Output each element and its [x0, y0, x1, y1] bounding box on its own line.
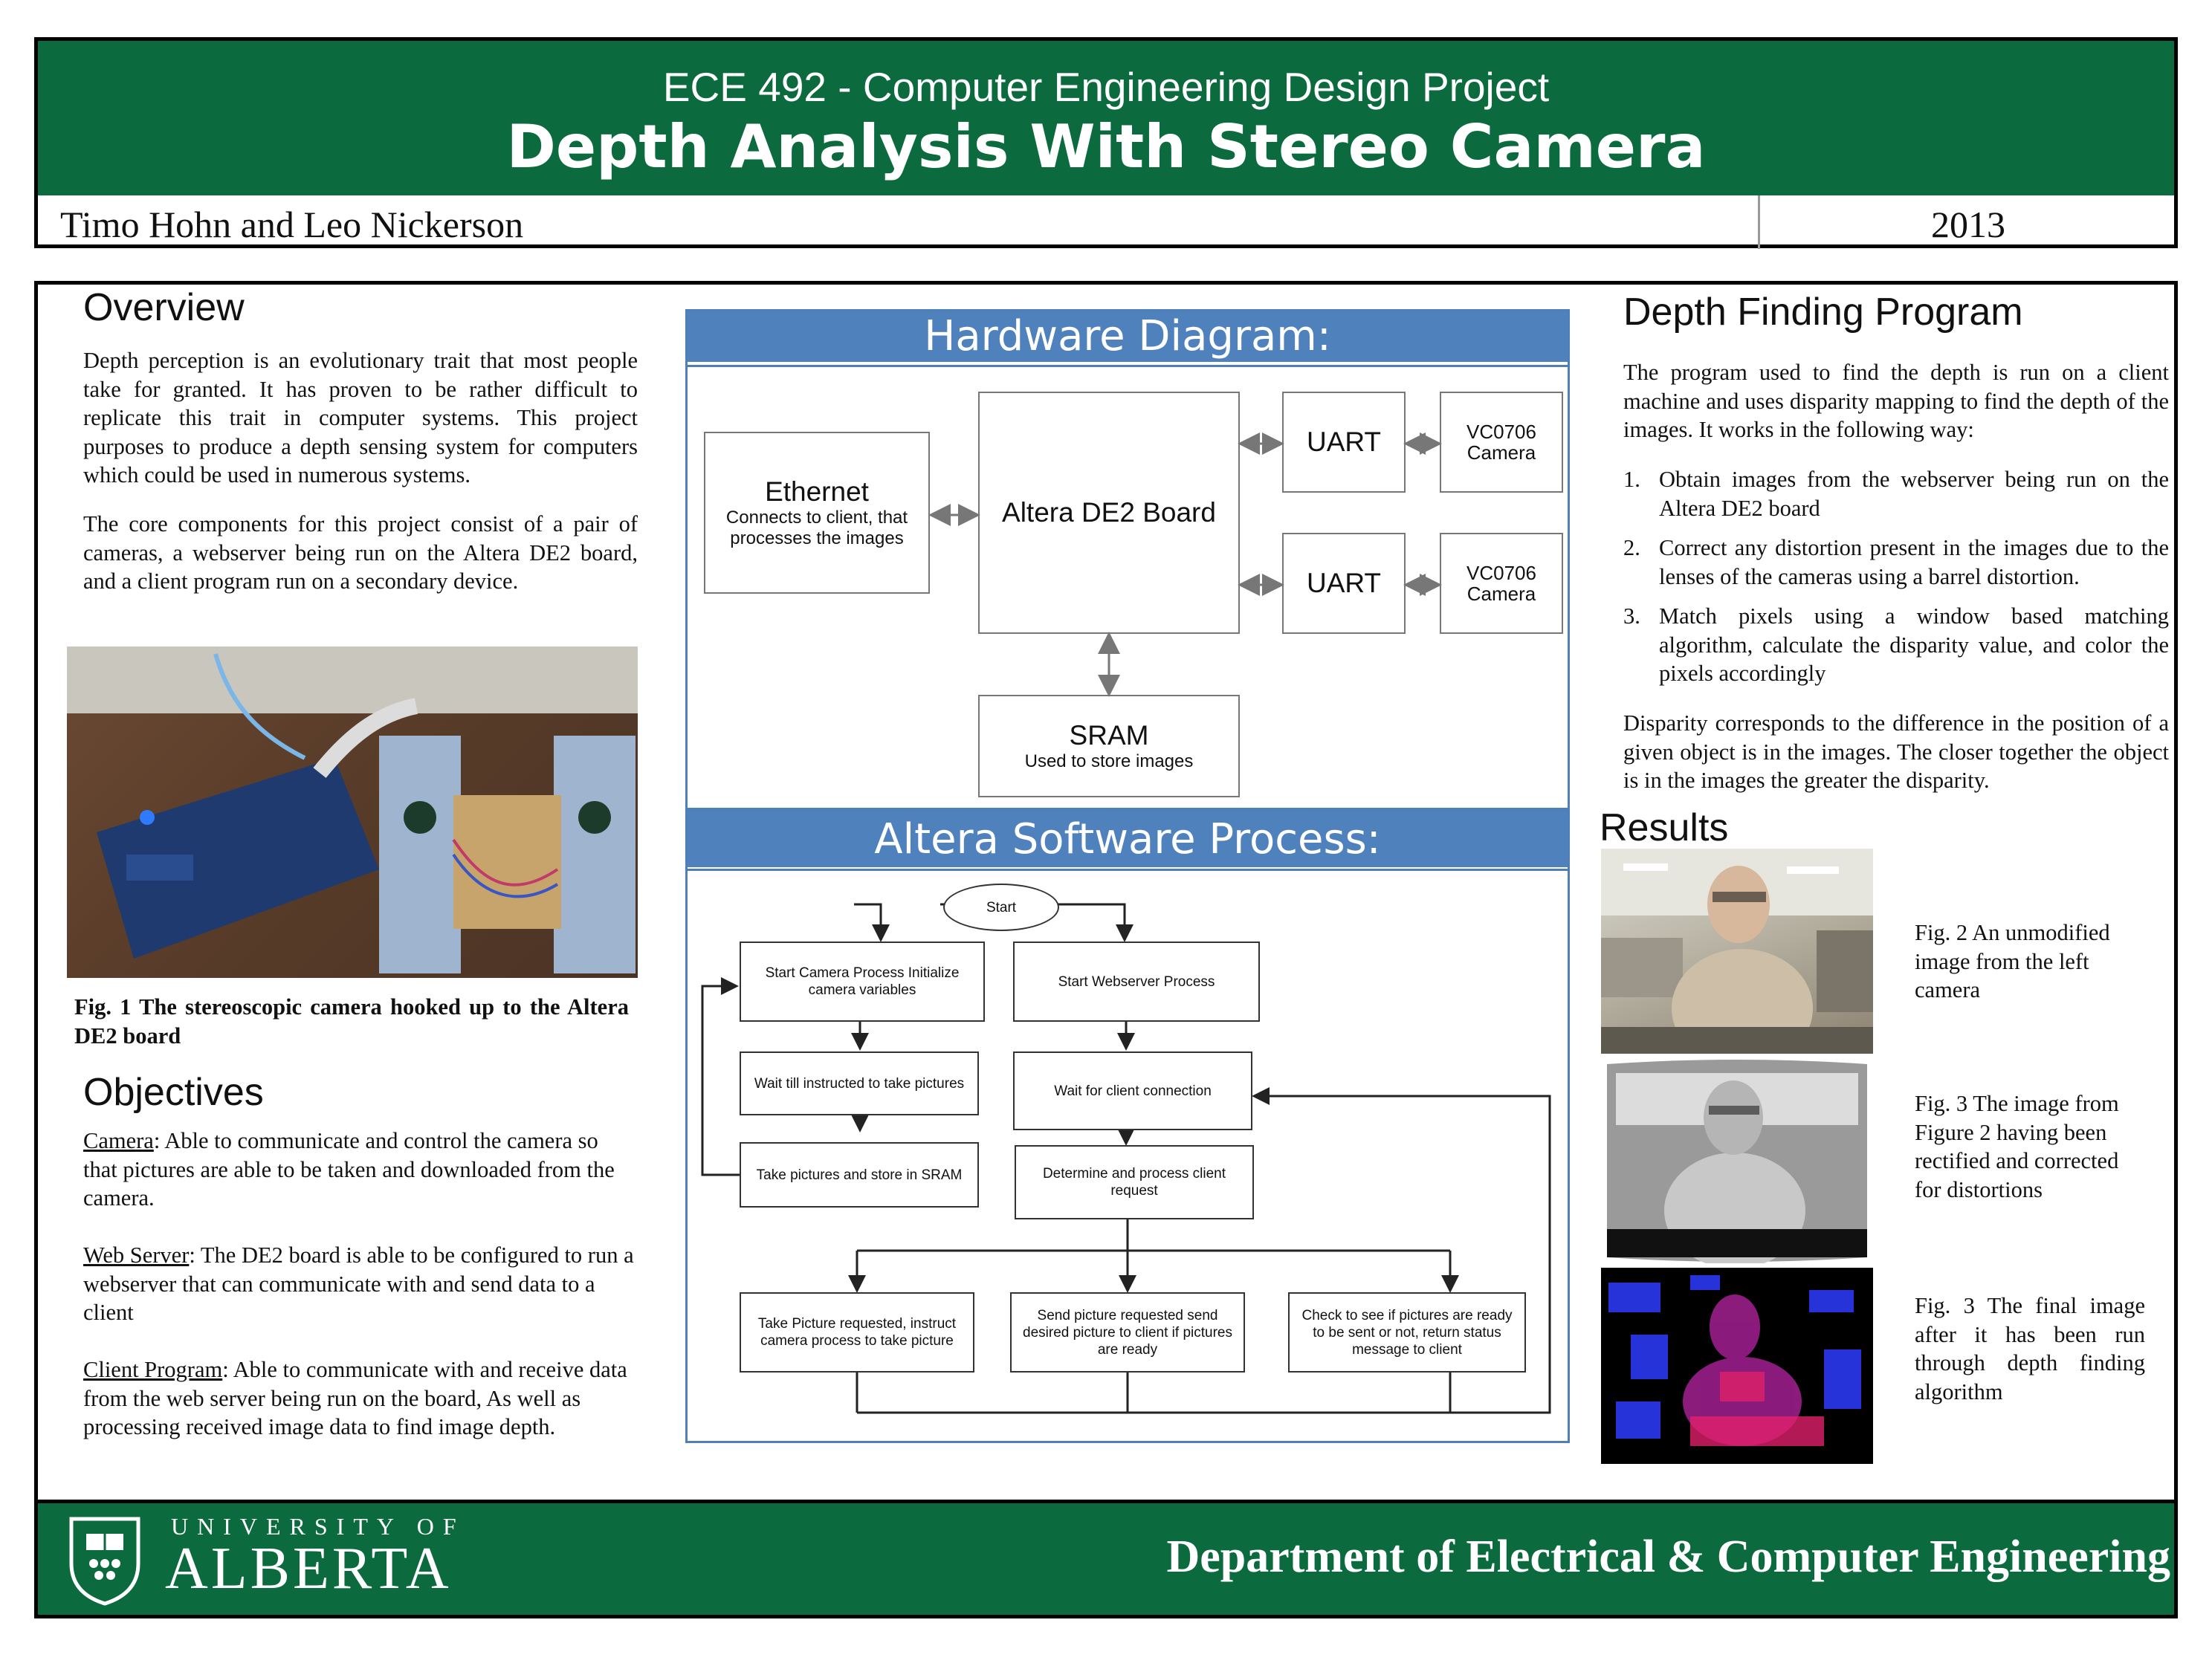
rectified-photo — [1601, 1058, 1873, 1263]
ethernet-box: Ethernet Connects to client, that proces… — [704, 432, 930, 594]
header-band: ECE 492 - Computer Engineering Design Pr… — [38, 41, 2174, 195]
fig2-caption: Fig. 2 An unmodified image from the left… — [1915, 920, 2110, 1002]
depth-step-1-text: Obtain images from the webserver being r… — [1659, 467, 2169, 521]
department-name: Department of Electrical & Computer Engi… — [1166, 1532, 2170, 1582]
flow-take-pictures: Take pictures and store in SRAM — [740, 1142, 979, 1208]
depth-program-heading: Depth Finding Program — [1623, 291, 2023, 334]
results-heading: Results — [1600, 806, 1729, 849]
flow-start: Start — [943, 884, 1059, 931]
overview-heading: Overview — [83, 286, 245, 329]
objective-client-program-label: Client Program — [83, 1357, 223, 1382]
poster-header: ECE 492 - Computer Engineering Design Pr… — [34, 37, 2178, 249]
objective-camera-text: : Able to communicate and control the ca… — [83, 1128, 615, 1211]
software-process-panel: Altera Software Process: Start — [685, 810, 1570, 1443]
fig1-caption: Fig. 1 The stereoscopic camera hooked up… — [74, 994, 629, 1049]
flow-wait-client: Wait for client connection — [1013, 1051, 1252, 1130]
objective-client-program-text: : Able to communicate with and receive d… — [83, 1357, 627, 1439]
flow-take-picture-requested: Take Picture requested, instruct camera … — [740, 1292, 974, 1373]
objectives-heading: Objectives — [83, 1071, 264, 1114]
disparity-paragraph: Disparity corresponds to the difference … — [1623, 710, 2169, 793]
flow-send-picture-requested: Send picture requested send desired pict… — [1010, 1292, 1245, 1373]
depth-step-2: 2. Correct any distortion present in the… — [1623, 534, 2169, 591]
objective-camera-label: Camera — [83, 1128, 154, 1153]
flow-check-ready: Check to see if pictures are ready to be… — [1288, 1292, 1526, 1373]
overview-paragraph-2: The core components for this project con… — [83, 511, 638, 594]
fig3-final-caption: Fig. 3 The final image after it has been… — [1915, 1293, 2145, 1404]
authors: Timo Hohn and Leo Nickerson — [60, 204, 524, 245]
hardware-connectors — [928, 432, 1442, 697]
footer-band — [34, 1500, 2178, 1618]
depth-step-3-text: Match pixels using a window based matchi… — [1659, 603, 2169, 686]
flow-determine-request: Determine and process client request — [1015, 1145, 1254, 1219]
sram-subtitle: Used to store images — [1024, 751, 1194, 771]
ethernet-title: Ethernet — [765, 476, 869, 507]
camera-box-2: VC0706 Camera — [1440, 533, 1563, 634]
university-crest-icon — [69, 1517, 140, 1606]
hardware-diagram-title: Hardware Diagram: — [688, 311, 1568, 362]
fig3-rectified-caption: Fig. 3 The image from Figure 2 having be… — [1915, 1091, 2119, 1202]
objective-web-server-text: : The DE2 board is able to be configured… — [83, 1242, 634, 1325]
depth-map-photo — [1601, 1268, 1873, 1464]
objective-client-program: Client Program: Able to communicate with… — [83, 1355, 638, 1442]
depth-step-2-number: 2. — [1623, 535, 1640, 560]
university-name: ALBERTA — [165, 1536, 452, 1601]
overview-paragraph-1: Depth perception is an evolutionary trai… — [83, 348, 638, 487]
flow-wait-instructed: Wait till instructed to take pictures — [740, 1051, 979, 1115]
flow-start-webserver-process: Start Webserver Process — [1013, 942, 1260, 1022]
hardware-diagram-panel: Hardware Diagram: Ethernet Connects to c… — [685, 309, 1570, 810]
author-year-divider — [1758, 195, 1760, 249]
depth-program-intro: The program used to find the depth is ru… — [1623, 360, 2169, 442]
objective-web-server: Web Server: The DE2 board is able to be … — [83, 1241, 638, 1327]
objective-web-server-label: Web Server — [83, 1242, 190, 1268]
year: 2013 — [1931, 204, 2005, 245]
course-title: ECE 492 - Computer Engineering Design Pr… — [662, 64, 1550, 110]
depth-step-1-number: 1. — [1623, 467, 1640, 492]
depth-step-3: 3. Match pixels using a window based mat… — [1623, 602, 2169, 688]
camera-box-1: VC0706 Camera — [1440, 392, 1563, 493]
depth-step-2-text: Correct any distortion present in the im… — [1659, 535, 2169, 589]
uart-box-1: UART — [1282, 392, 1406, 493]
university-top-line: UNIVERSITY OF — [171, 1513, 465, 1540]
depth-step-3-number: 3. — [1623, 603, 1640, 629]
ethernet-subtitle: Connects to client, that processes the i… — [725, 508, 908, 548]
depth-step-1: 1. Obtain images from the webserver bein… — [1623, 465, 2169, 522]
software-process-title: Altera Software Process: — [688, 812, 1568, 867]
uart-box-2: UART — [1282, 533, 1406, 634]
left-camera-photo — [1601, 849, 1873, 1054]
hardware-photo — [67, 646, 638, 978]
flow-start-camera-process: Start Camera Process Initialize camera v… — [740, 942, 985, 1022]
poster-title: Depth Analysis With Stereo Camera — [506, 112, 1706, 181]
objective-camera: Camera: Able to communicate and control … — [83, 1127, 638, 1213]
sram-title: SRAM — [1069, 720, 1149, 751]
sram-box: SRAM Used to store images — [978, 695, 1240, 797]
